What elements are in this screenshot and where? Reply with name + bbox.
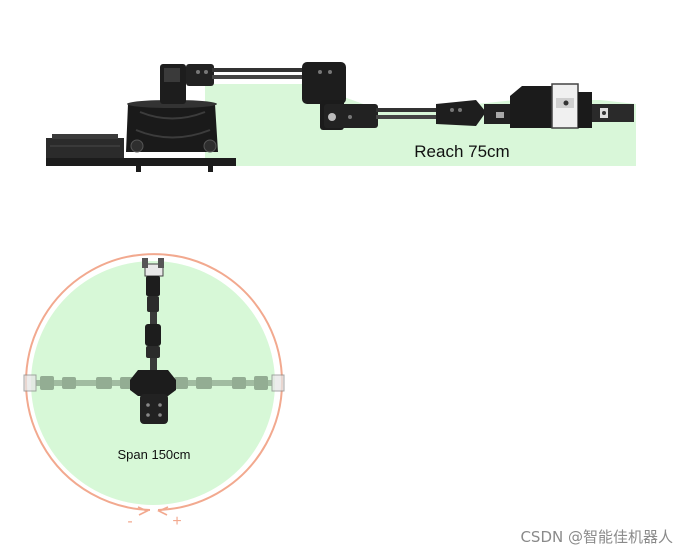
controller-box	[46, 138, 124, 158]
arm-right	[168, 374, 285, 392]
upper-arm	[212, 68, 308, 72]
turret-knob-left	[130, 139, 144, 153]
rotation-plus-label: +	[172, 513, 181, 530]
watermark: CSDN @智能佳机器人	[520, 528, 673, 546]
arm-up	[142, 258, 164, 382]
controller-top	[52, 134, 118, 139]
gripper-fingers	[592, 104, 634, 122]
side-view: Reach 75cm	[46, 62, 636, 172]
wrist-rotate	[510, 86, 552, 128]
base-foot-left	[136, 166, 141, 172]
forearm	[376, 108, 438, 112]
top-view: - +	[23, 253, 285, 530]
shoulder-bracket	[186, 64, 214, 86]
rotation-arc	[25, 253, 283, 511]
top-view-base	[130, 370, 176, 424]
reach-label: Reach 75cm	[414, 142, 509, 161]
rotation-arrow-minus	[137, 506, 149, 516]
turret-knob-right	[203, 139, 217, 153]
elbow-servo	[302, 62, 346, 104]
rotation-arrow-plus	[157, 506, 169, 516]
gripper-servo	[578, 92, 592, 128]
base-foot-right	[208, 166, 213, 172]
rotation-minus-label: -	[127, 513, 132, 530]
wrist-servo	[436, 100, 486, 126]
span-label: Span 150cm	[118, 447, 191, 462]
base-plate	[46, 158, 236, 166]
